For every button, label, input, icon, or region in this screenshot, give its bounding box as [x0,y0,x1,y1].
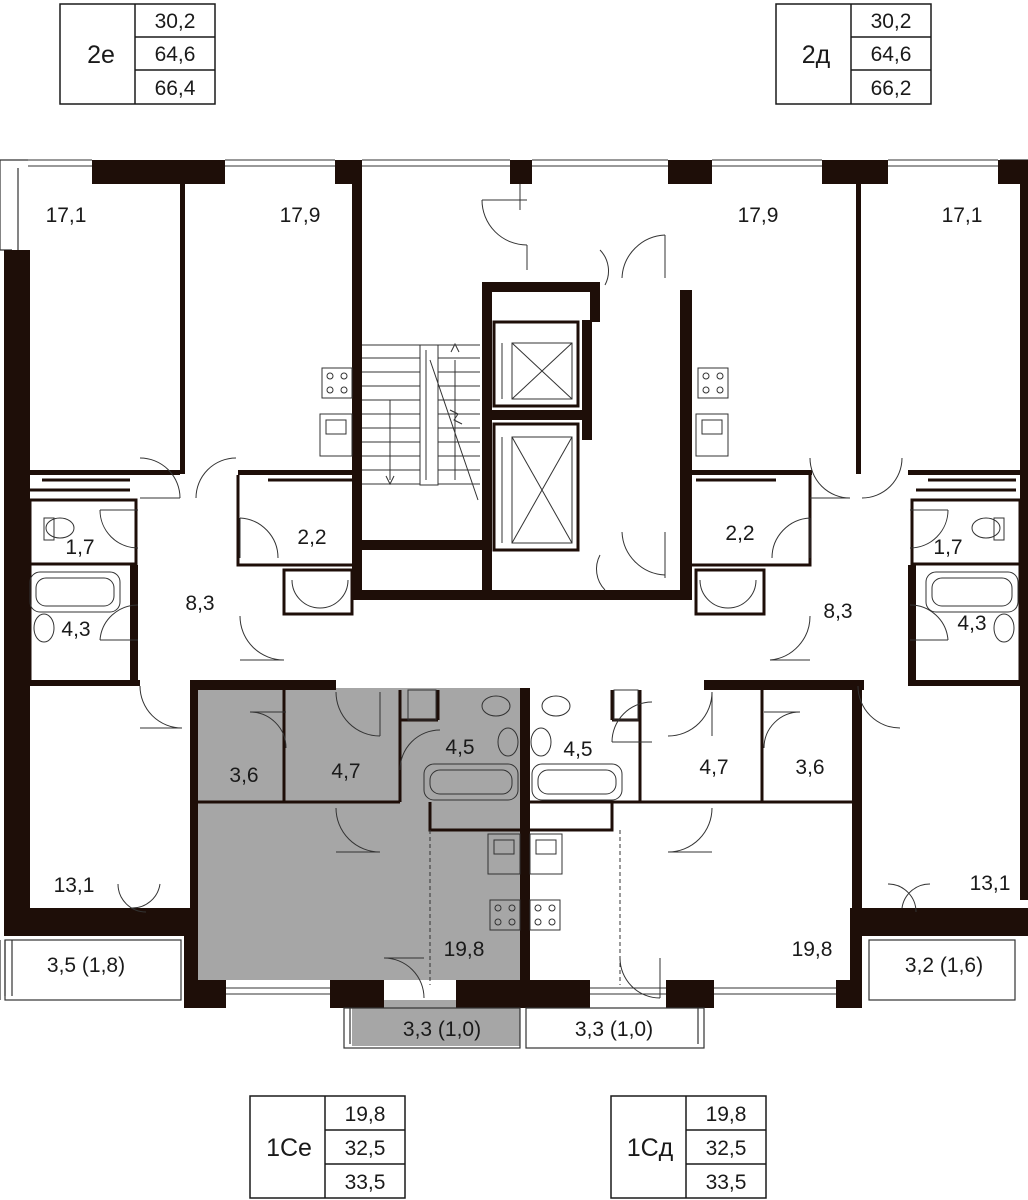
living-area: 30,2 [871,10,912,33]
apartment-table-1se[interactable]: 1Се 19,8 32,5 33,5 [249,1095,406,1199]
room-labels: 17,1 17,9 17,9 17,1 1,7 2,2 2,2 1,7 8,3 … [46,204,1011,1041]
toilet-icon [45,517,75,539]
total-area: 32,5 [345,1137,386,1160]
kitchen-sink-icon [487,833,521,875]
room-area-label: 4,5 [445,736,474,759]
room-area-label: 3,3 (1,0) [575,1018,653,1041]
washbasin-icon [530,727,552,757]
stove-icon [697,367,729,399]
room-area-label: 8,3 [823,600,852,623]
room-area-label: 13,1 [970,872,1011,895]
room-area-label: 4,3 [957,612,986,635]
room-area-label: 2,2 [725,522,754,545]
room-area-label: 17,9 [738,204,779,227]
windows [28,159,998,995]
room-area-label: 3,3 (1,0) [403,1018,481,1041]
apartment-code: 2е [87,41,115,69]
room-area-label: 17,9 [280,204,321,227]
washbasin-icon [497,727,519,757]
toilet-icon [971,517,1001,539]
room-area-label: 1,7 [65,536,94,559]
room-area-label: 17,1 [942,204,983,227]
room-area-label: 19,8 [792,938,833,961]
doors [99,184,949,999]
stove-icon [529,899,561,931]
fixtures [29,367,1019,985]
bathtub-icon [29,571,121,613]
apartment-table-2d[interactable]: 2д 30,2 64,6 66,2 [775,3,932,105]
apartment-code: 1Се [266,1134,312,1162]
kitchen-sink-icon [695,413,729,457]
balcony-left [4,939,182,1001]
room-area-label: 8,3 [185,592,214,615]
room-area-label: 2,2 [297,526,326,549]
bathtub-icon [423,763,519,801]
room-area-label: 4,3 [61,618,90,641]
washbasin-icon [993,613,1015,643]
toilet-icon [541,695,571,717]
apartment-table-2e[interactable]: 2е 30,2 64,6 66,4 [59,3,216,105]
toilet-icon [481,695,511,717]
total-area-with-balcony: 33,5 [706,1171,747,1194]
total-area: 64,6 [155,43,196,66]
room-area-label: 17,1 [46,204,87,227]
loggia-right [525,1007,705,1049]
apartment-code: 1Сд [627,1134,674,1162]
washbasin-icon [33,613,55,643]
room-area-label: 3,6 [795,756,824,779]
room-area-label: 3,6 [229,764,258,787]
total-area-with-balcony: 66,2 [871,77,912,100]
bathtub-icon [531,763,623,801]
room-area-label: 4,7 [331,760,360,783]
room-area-label: 1,7 [933,536,962,559]
kitchen-sink-icon [319,413,353,457]
balconies [4,939,1016,1049]
bathtub-icon [925,571,1019,613]
stove-icon [321,367,353,399]
living-area: 19,8 [345,1103,386,1126]
room-area-label: 3,2 (1,6) [905,954,983,977]
living-area: 30,2 [155,10,196,33]
partitions [28,320,1022,832]
total-area: 32,5 [706,1137,747,1160]
room-area-label: 3,5 (1,8) [47,954,125,977]
room-area-label: 4,7 [699,756,728,779]
total-area-with-balcony: 66,4 [155,77,196,100]
room-area-label: 13,1 [54,874,95,897]
room-area-label: 4,5 [563,738,592,761]
apartment-code: 2д [802,41,831,69]
total-area-with-balcony: 33,5 [345,1171,386,1194]
apartment-table-1sd[interactable]: 1Сд 19,8 32,5 33,5 [610,1095,767,1199]
staircase-icon [362,342,480,501]
kitchen-sink-icon [529,833,563,875]
balcony-right [868,939,1016,1001]
total-area: 64,6 [871,43,912,66]
living-area: 19,8 [706,1103,747,1126]
stove-icon [489,899,521,931]
elevator-icons [501,342,573,544]
room-area-label: 19,8 [444,938,485,961]
loggia-left [343,1007,521,1049]
